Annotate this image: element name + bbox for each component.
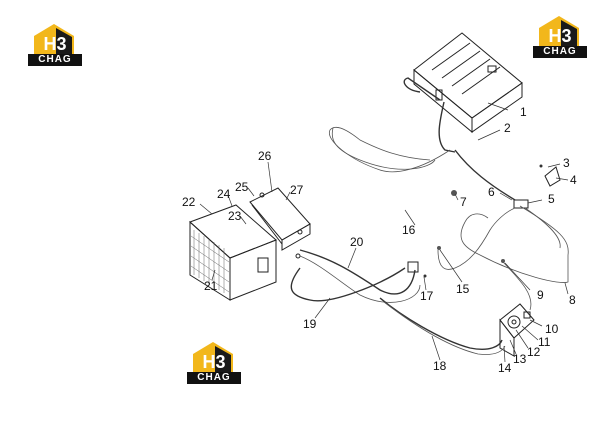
callout-2: 2 xyxy=(504,121,511,135)
callout-4: 4 xyxy=(570,173,577,187)
callout-8: 8 xyxy=(569,293,576,307)
callout-22: 22 xyxy=(182,195,196,209)
callout-25: 25 xyxy=(235,180,249,194)
logo-mark: H3 xyxy=(202,352,226,372)
callout-18: 18 xyxy=(433,359,447,373)
callout-23: 23 xyxy=(228,209,242,223)
small-fittings xyxy=(407,164,561,278)
callout-10: 10 xyxy=(545,322,559,336)
evaporator-unit xyxy=(413,32,523,134)
callout-19: 19 xyxy=(303,317,317,331)
house-logo-icon xyxy=(193,342,233,372)
callout-15: 15 xyxy=(456,282,470,296)
callout-7: 7 xyxy=(460,195,467,209)
callout-1: 1 xyxy=(520,105,527,119)
callout-11: 11 xyxy=(538,335,551,349)
brand-logo-top-right: H3 CHAG xyxy=(533,14,587,58)
logo-brand: CHAG xyxy=(533,46,587,58)
logo-brand: CHAG xyxy=(28,54,82,66)
callout-6: 6 xyxy=(488,185,495,199)
callout-5: 5 xyxy=(548,192,555,206)
leader-lines xyxy=(199,102,569,363)
callout-17: 17 xyxy=(420,289,434,303)
callout-26: 26 xyxy=(258,149,272,163)
hose-lines xyxy=(290,77,569,355)
logo-brand: CHAG xyxy=(187,372,241,384)
callout-21: 21 xyxy=(204,279,218,293)
callout-16: 16 xyxy=(402,223,416,237)
callout-9: 9 xyxy=(537,288,544,302)
house-logo-icon xyxy=(539,16,579,46)
brand-logo-top-left: H3 CHAG xyxy=(28,22,82,66)
callout-3: 3 xyxy=(563,156,570,170)
callout-20: 20 xyxy=(350,235,364,249)
callout-24: 24 xyxy=(217,187,231,201)
logo-mark: H3 xyxy=(548,26,572,46)
callout-13: 13 xyxy=(513,352,527,366)
house-logo-icon xyxy=(34,24,74,54)
callout-numbers: 1 2 3 4 5 6 7 8 9 10 11 12 13 14 15 16 1… xyxy=(182,105,577,375)
compressor-bracket xyxy=(499,303,535,357)
callout-27: 27 xyxy=(290,183,304,197)
brand-logo-bottom-left: H3 CHAG xyxy=(187,340,241,384)
callout-14: 14 xyxy=(498,361,512,375)
drier-panel xyxy=(249,187,311,259)
callout-12: 12 xyxy=(527,345,541,359)
condenser-unit xyxy=(189,204,277,301)
logo-mark: H3 xyxy=(43,34,67,54)
